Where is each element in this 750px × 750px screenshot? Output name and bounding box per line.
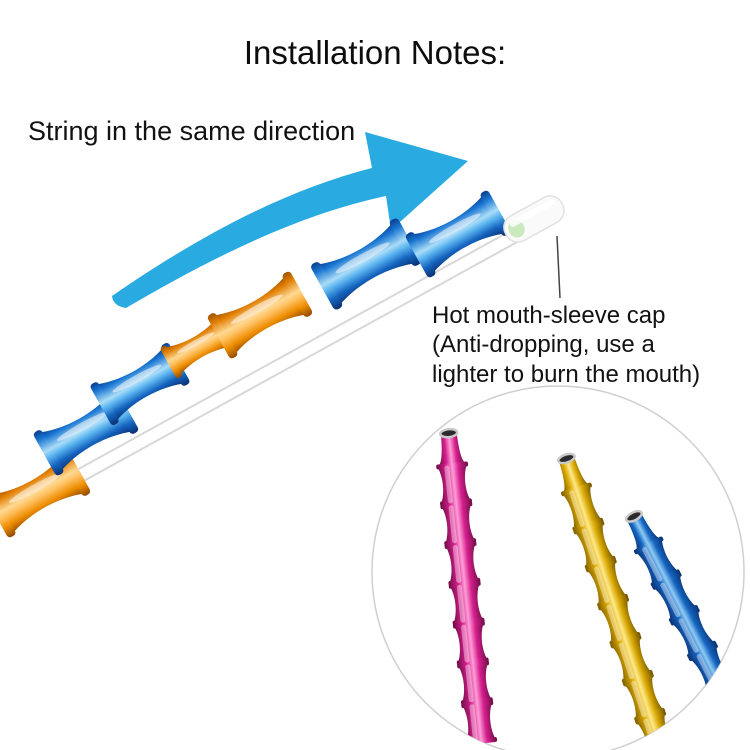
cap-note-line3: lighter to burn the mouth) xyxy=(432,360,701,388)
direction-note-label: String in the same direction xyxy=(28,116,356,146)
cap-note-line2: (Anti-dropping, use a xyxy=(432,331,655,359)
leader-line xyxy=(556,235,561,299)
string-line xyxy=(6,214,548,520)
cap-note-label: Hot mouth-sleeve cap (Anti-dropping, use… xyxy=(432,301,732,389)
bead-chain xyxy=(0,189,565,539)
color-options-inset xyxy=(371,385,745,750)
inset-circle xyxy=(371,385,745,750)
direction-arrow-icon xyxy=(112,132,468,308)
cap-tip xyxy=(503,195,565,243)
chain-bead-orange xyxy=(0,449,92,539)
page-title: Installation Notes: xyxy=(243,34,507,71)
cap-note-line1: Hot mouth-sleeve cap xyxy=(432,302,666,329)
